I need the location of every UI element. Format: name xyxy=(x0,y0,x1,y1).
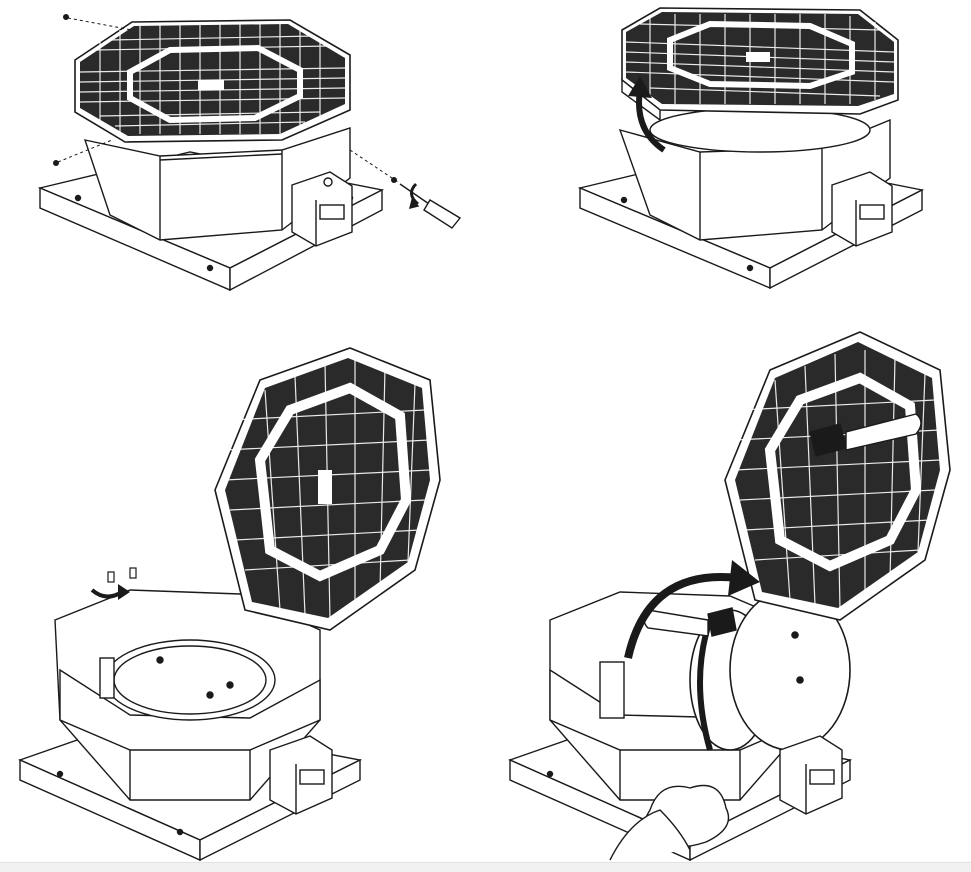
top-cover-grille xyxy=(74,19,351,143)
brush-icon xyxy=(643,607,737,637)
bottom-strip xyxy=(0,862,971,872)
brush-icon xyxy=(809,413,922,457)
fan-housing xyxy=(618,107,891,241)
curved-arrow-icon xyxy=(628,76,666,153)
screw-icon xyxy=(107,567,137,583)
screw-lines xyxy=(57,17,399,183)
top-cover-grille xyxy=(621,7,899,122)
screwdriver-icon xyxy=(399,182,462,229)
terminal-box xyxy=(831,171,893,247)
panel-step-2 xyxy=(560,0,960,300)
open-cover-grille xyxy=(724,331,951,621)
terminal-box xyxy=(779,735,843,815)
panel-step-3 xyxy=(18,340,460,862)
terminal-box xyxy=(291,171,353,247)
curved-arrow-icon xyxy=(624,560,760,659)
terminal-box xyxy=(269,735,333,815)
panel-step-4 xyxy=(508,320,960,862)
open-cover-grille xyxy=(214,347,441,631)
panel-step-1 xyxy=(20,0,480,300)
fan-housing xyxy=(54,589,321,801)
fan-housing xyxy=(83,127,351,241)
cloth-icon xyxy=(609,784,730,861)
screw-icon xyxy=(53,14,397,183)
rotate-arrow-icon xyxy=(90,584,130,600)
